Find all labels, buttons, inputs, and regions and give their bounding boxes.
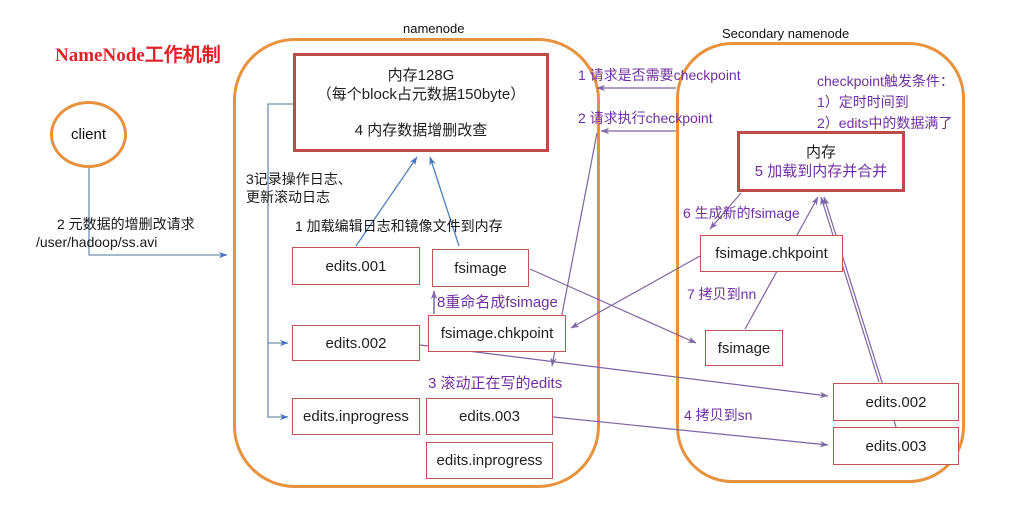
nn-edits002-box: edits.002 xyxy=(292,325,420,361)
sn-memory-line1: 内存 xyxy=(805,143,836,161)
generate-fsimage-arrow xyxy=(709,192,742,230)
rename-fsimage-label: 8重命名成fsimage xyxy=(437,294,558,311)
nn-edits-inprogress-left-label: edits.inprogress xyxy=(303,408,409,425)
namenode-container xyxy=(233,38,600,488)
nn-edits-inprogress-left-box: edits.inprogress xyxy=(292,398,420,435)
log-branch-arrow-inprogress xyxy=(267,103,294,421)
client-request-arrow xyxy=(88,168,228,259)
nn-edits-inprogress-right-label: edits.inprogress xyxy=(436,452,543,469)
nn-memory-line1: 内存128G xyxy=(387,66,455,84)
sn-fsimage-box: fsimage xyxy=(705,330,783,366)
request-checkpoint-label: 1 请求是否需要checkpoint xyxy=(578,67,741,83)
secondary-namenode-container-title: Secondary namenode xyxy=(722,26,850,41)
fsimage-copy-arrow xyxy=(529,268,697,344)
nn-note-log-line1: 3记录操作日志、 xyxy=(246,171,352,187)
client-request-label: 2 元数据的增删改请求 xyxy=(57,216,195,232)
execute-checkpoint-label: 2 请求执行checkpoint xyxy=(578,110,713,126)
nn-edits002-label: edits.002 xyxy=(325,334,387,352)
load-fsimage-arrow xyxy=(429,156,460,247)
sn-edits003-box: edits.003 xyxy=(833,427,959,465)
sn-fsimage-label: fsimage xyxy=(717,339,771,357)
load-edits-arrow xyxy=(355,156,418,247)
sn-edits002-box: edits.002 xyxy=(833,383,959,421)
secondary-namenode-container xyxy=(676,42,965,483)
sn-trigger-cond2: 2）edits中的数据满了 xyxy=(817,115,953,131)
generate-fsimage-label: 6 生成新的fsimage xyxy=(683,205,800,221)
client-request-path: /user/hadoop/ss.avi xyxy=(36,234,158,250)
copy-edits003-to-sn-arrow xyxy=(552,416,829,448)
sn-fsimage-chkpoint-label: fsimage.chkpoint xyxy=(715,245,828,262)
nn-fsimage-box: fsimage xyxy=(432,249,529,287)
copy-to-nn-arrow xyxy=(570,255,701,329)
nn-fsimage-label: fsimage xyxy=(454,259,507,277)
nn-memory-line3: 4 内存数据增删改查 xyxy=(354,121,488,139)
copy-to-sn-label: 4 拷贝到sn xyxy=(684,407,753,423)
sn-edits003-label: edits.003 xyxy=(865,437,927,455)
nn-edits001-box: edits.001 xyxy=(292,247,420,285)
merge-edits002-arrow xyxy=(820,196,880,383)
nn-edits003-label: edits.003 xyxy=(459,408,520,425)
nn-memory-line2: （每个block占元数据150byte） xyxy=(316,85,526,103)
nn-edits001-label: edits.001 xyxy=(325,257,387,275)
sn-edits002-label: edits.002 xyxy=(865,393,927,411)
namenode-container-title: namenode xyxy=(403,21,465,36)
nn-edits-inprogress-right-box: edits.inprogress xyxy=(426,442,553,479)
nn-note-log-line2: 更新滚动日志 xyxy=(246,189,330,205)
client-node: client xyxy=(50,101,127,168)
nn-edits003-box: edits.003 xyxy=(426,398,553,435)
sn-trigger-cond1: 1）定时时间到 xyxy=(817,94,909,110)
sn-memory-box: 内存 5 加载到内存并合并 xyxy=(737,131,905,192)
sn-fsimage-chkpoint-box: fsimage.chkpoint xyxy=(700,235,843,272)
diagram-title: NameNode工作机制 xyxy=(55,45,221,66)
nn-fsimage-chkpoint-label: fsimage.chkpoint xyxy=(440,325,554,342)
namenode-memory-box: 内存128G （每个block占元数据150byte） 4 内存数据增删改查 xyxy=(293,53,549,152)
copy-to-nn-label: 7 拷贝到nn xyxy=(687,286,757,302)
sn-memory-line2: 5 加载到内存并合并 xyxy=(754,162,888,180)
nn-fsimage-chkpoint-box: fsimage.chkpoint xyxy=(428,315,566,352)
nn-note-load: 1 加载编辑日志和镜像文件到内存 xyxy=(295,218,503,234)
copy-edits002-to-sn-arrow xyxy=(419,344,829,399)
client-label: client xyxy=(70,126,107,143)
sn-trigger-title: checkpoint触发条件： xyxy=(817,73,954,89)
roll-edits-label: 3 滚动正在写的edits xyxy=(428,375,563,392)
